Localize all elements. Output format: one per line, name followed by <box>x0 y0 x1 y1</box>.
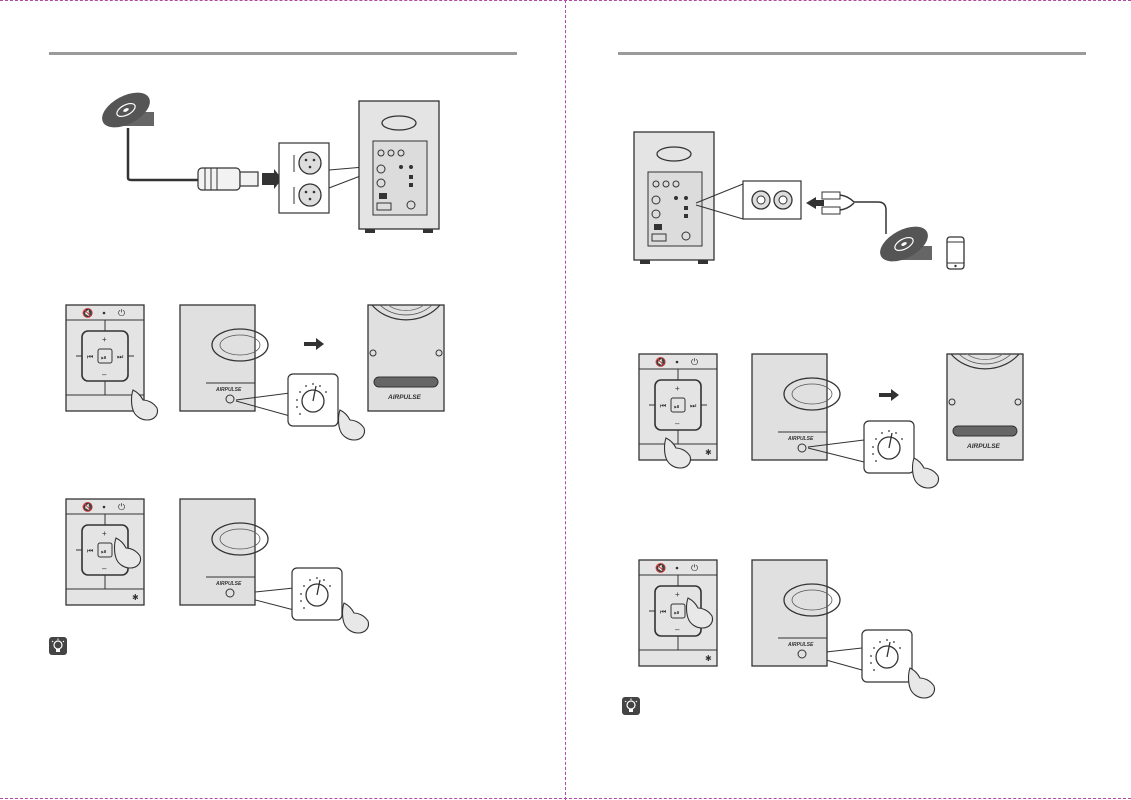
section-rule <box>618 52 1086 55</box>
hand-icon <box>113 537 142 569</box>
hand-icon <box>911 457 940 489</box>
hand-icon <box>337 409 366 441</box>
rca-cable <box>695 180 887 234</box>
speaker-front-knob <box>751 559 841 667</box>
arrow-right-icon <box>879 389 899 401</box>
speaker-front-grille <box>946 353 1024 461</box>
speaker-front-grille <box>367 304 445 412</box>
hand-icon <box>907 667 936 699</box>
hand-icon <box>341 602 370 634</box>
volume-knob-icon <box>291 567 343 621</box>
xlr-cable <box>126 128 377 214</box>
volume-knob-icon <box>861 629 913 683</box>
hand-icon <box>685 597 714 629</box>
tip-bulb-icon <box>621 696 641 716</box>
speaker-front-knob <box>179 498 269 606</box>
callout-line <box>235 392 295 611</box>
phone-icon <box>946 236 965 270</box>
arrow-right-icon <box>304 338 324 350</box>
tip-bulb-icon <box>48 636 68 656</box>
page-left <box>0 0 565 800</box>
page-fold <box>565 0 566 800</box>
volume-knob-icon <box>287 373 339 427</box>
callout-line <box>807 439 865 671</box>
volume-knob-icon <box>863 420 915 474</box>
page-right <box>566 0 1131 800</box>
section-rule <box>49 52 517 55</box>
